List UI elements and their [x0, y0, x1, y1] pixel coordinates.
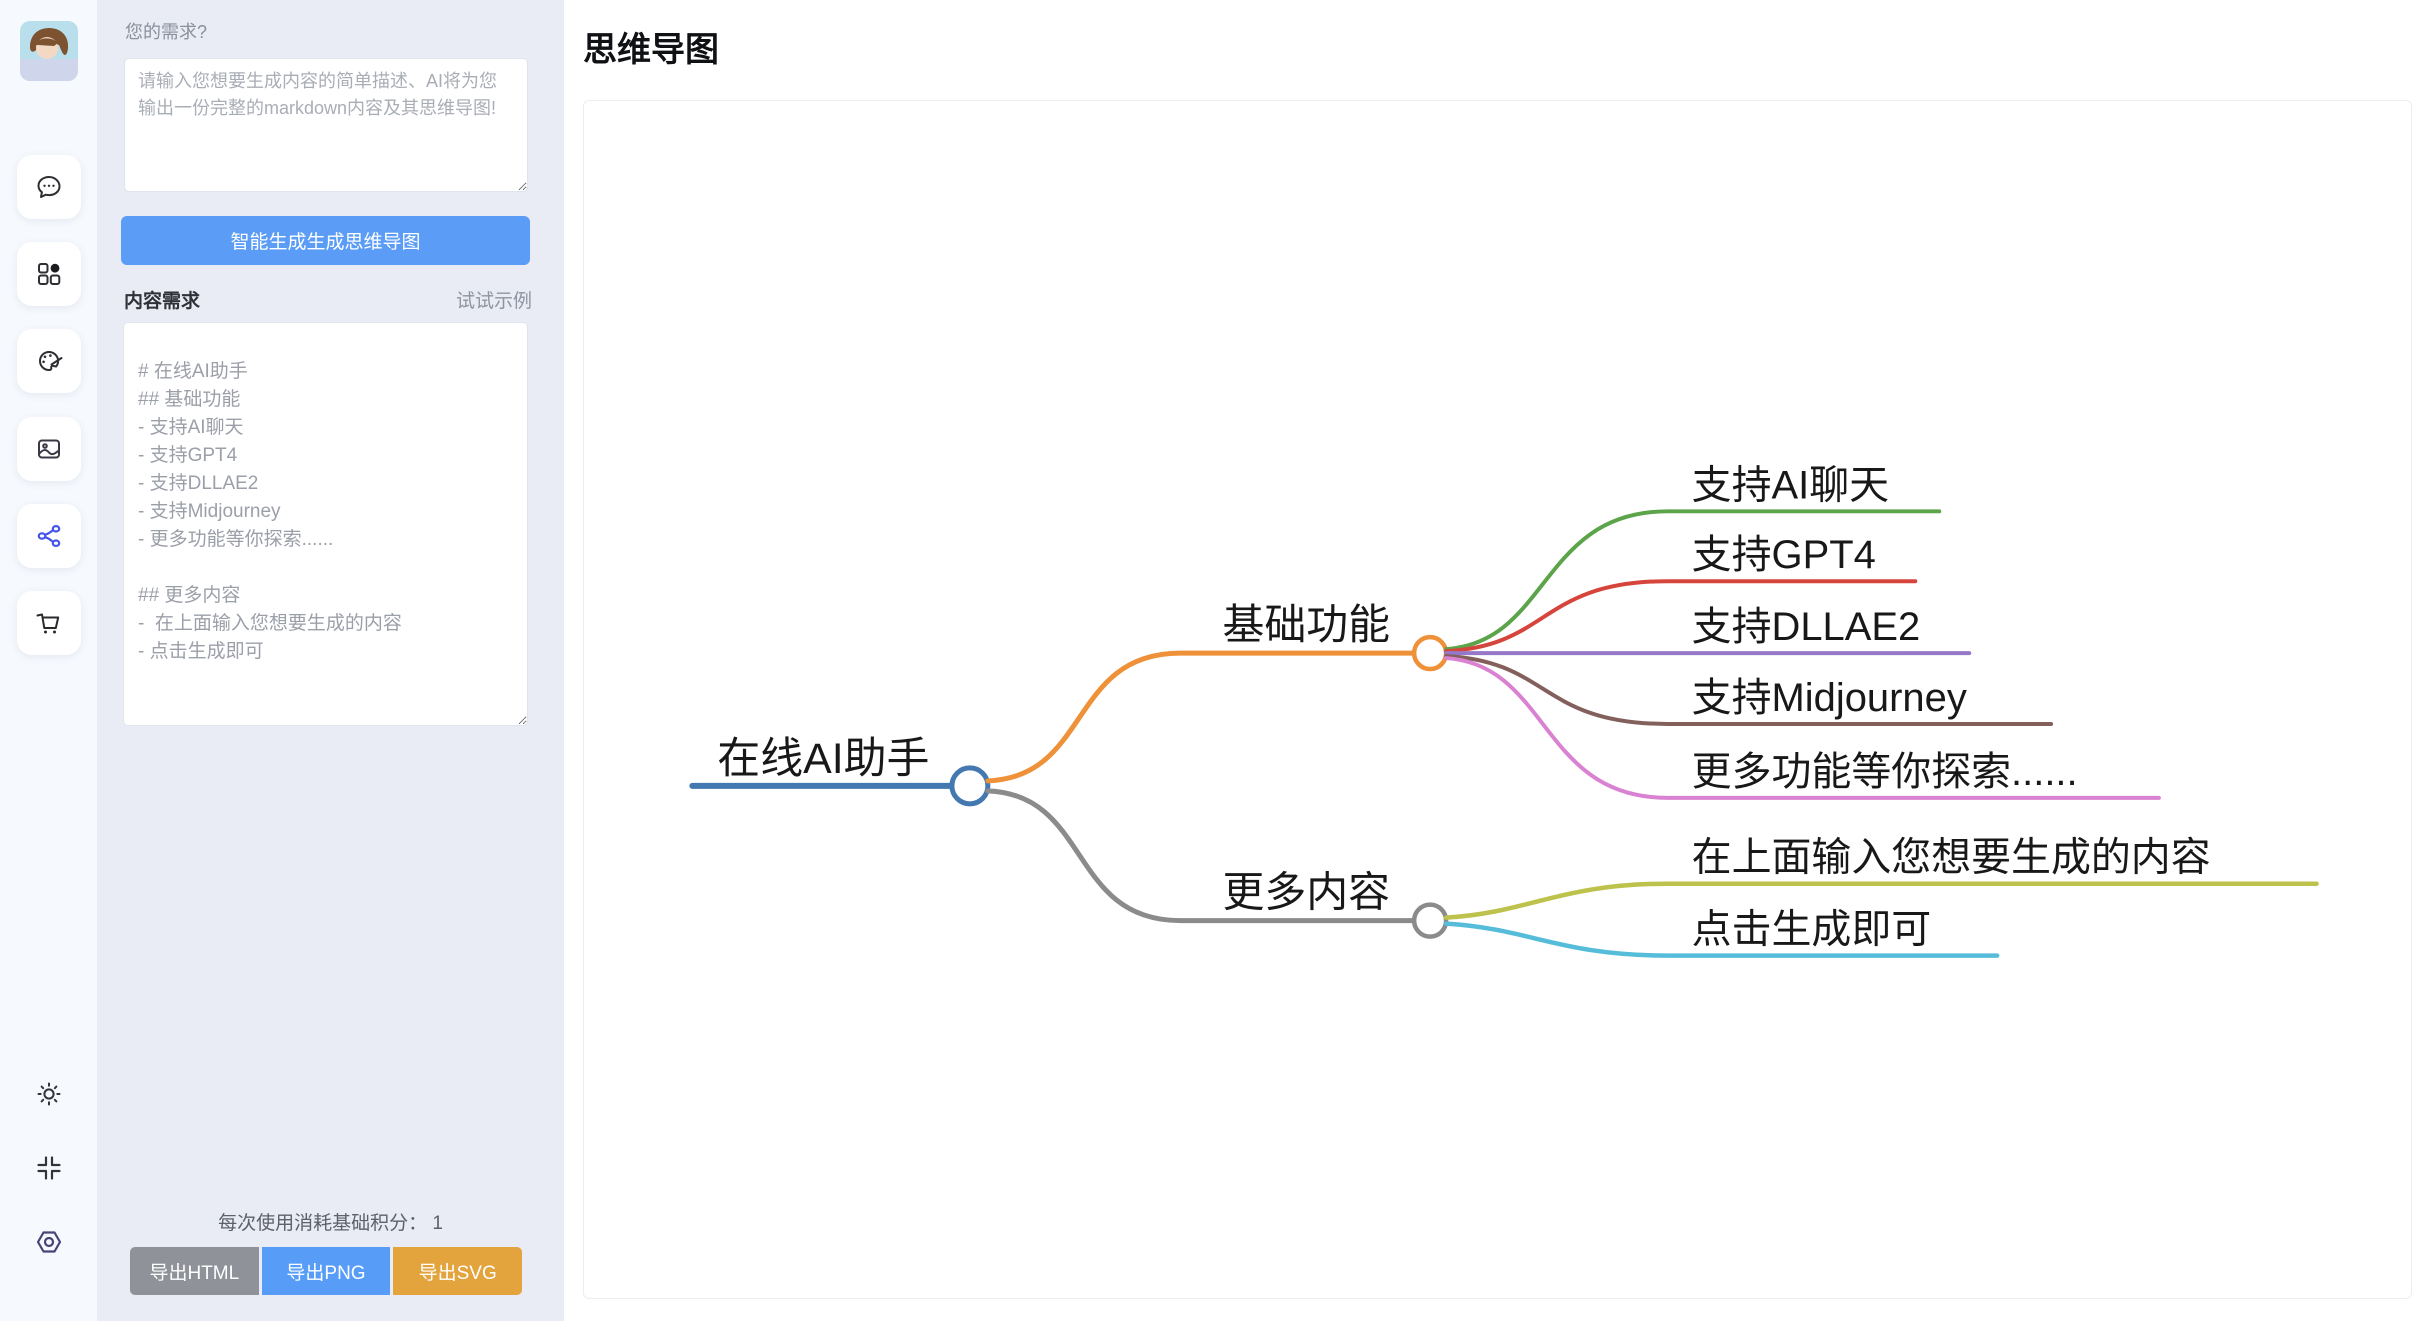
sidebar-item-mindmap[interactable] — [17, 504, 81, 568]
leaf-link — [1443, 921, 2000, 958]
settings-gear-icon — [36, 1231, 62, 1253]
branch-basic-circle[interactable] — [1411, 634, 1449, 672]
leaf-label[interactable]: 支持DLLAE2 — [1692, 605, 1921, 649]
mindmap-svg: 在线AI助手 基础功能 更多内容 支持AI聊天 支 — [689, 463, 2319, 958]
theme-toggle[interactable] — [33, 1078, 65, 1110]
palette-icon — [38, 350, 63, 372]
branch-more-link — [985, 788, 1417, 924]
export-svg-button[interactable]: 导出SVG — [393, 1247, 523, 1295]
content-header: 内容需求 试试示例 — [97, 286, 564, 313]
avatar-image — [20, 21, 78, 81]
icon-rail — [0, 0, 97, 1321]
mindmap-leaf[interactable]: 点击生成即可 — [1443, 908, 2000, 958]
mindmap-leaf[interactable]: 支持DLLAE2 — [1444, 605, 1972, 656]
points-note: 每次使用消耗基础积分： 1 — [218, 1213, 443, 1234]
mindmap-leaf[interactable]: 更多功能等你探索...... — [1444, 656, 2161, 800]
apps-grid-icon — [38, 263, 61, 285]
sidebar-item-image[interactable] — [17, 417, 81, 481]
leaf-label[interactable]: 更多功能等你探索...... — [1692, 750, 2078, 794]
cart-icon — [36, 613, 60, 634]
avatar[interactable] — [20, 21, 78, 81]
chat-icon — [37, 176, 61, 198]
leaf-label[interactable]: 在上面输入您想要生成的内容 — [1692, 836, 2211, 880]
settings-button[interactable] — [33, 1226, 65, 1258]
leaf-link — [1444, 656, 2161, 800]
generate-button[interactable]: 智能生成生成思维导图 — [121, 216, 530, 265]
main-area: 思维导图 在线AI助手 基础功能 更多内容 — [564, 0, 2426, 1321]
leaf-label[interactable]: 支持Midjourney — [1692, 676, 1967, 720]
mindmap-canvas[interactable]: 在线AI助手 基础功能 更多内容 支持AI聊天 支 — [583, 100, 2412, 1299]
export-html-button[interactable]: 导出HTML — [130, 1247, 259, 1295]
image-icon — [38, 439, 60, 459]
leaf-label[interactable]: 支持GPT4 — [1692, 533, 1876, 577]
mindmap-root-node[interactable]: 在线AI助手 — [689, 735, 991, 807]
branch-more-label[interactable]: 更多内容 — [1222, 869, 1390, 916]
mindmap-leaf[interactable]: 支持Midjourney — [1444, 654, 2054, 726]
export-buttons: 导出HTML 导出PNG 导出SVG — [130, 1247, 523, 1295]
mindmap-leaf[interactable]: 在上面输入您想要生成的内容 — [1443, 836, 2319, 920]
leaf-link — [1444, 654, 2054, 726]
need-label: 您的需求? — [125, 22, 208, 42]
mindmap-branch-more[interactable]: 更多内容 — [985, 788, 1449, 939]
mindmap-leaf[interactable]: 支持GPT4 — [1444, 533, 1918, 654]
export-png-button[interactable]: 导出PNG — [261, 1247, 391, 1295]
branch-more-circle[interactable] — [1411, 902, 1449, 939]
content-label: 内容需求 — [124, 291, 201, 312]
sidebar-item-chat[interactable] — [17, 155, 81, 219]
branch-basic-link — [985, 650, 1417, 784]
collapse-button[interactable] — [33, 1152, 65, 1184]
leaf-label[interactable]: 点击生成即可 — [1692, 908, 1932, 952]
mindmap-branch-basic[interactable]: 基础功能 — [985, 601, 1449, 784]
root-label[interactable]: 在线AI助手 — [717, 735, 929, 783]
example-link[interactable]: 试试示例 — [455, 291, 532, 312]
root-circle[interactable] — [949, 765, 991, 807]
leaf-link — [1443, 881, 2319, 920]
mindmap-leaf[interactable]: 支持AI聊天 — [1444, 463, 1942, 652]
generator-panel: 您的需求? 智能生成生成思维导图 内容需求 试试示例 # 在线AI助手 ## 基… — [97, 0, 564, 1321]
collapse-icon — [37, 1156, 61, 1180]
page-title: 思维导图 — [583, 31, 719, 69]
content-input[interactable]: # 在线AI助手 ## 基础功能 - 支持AI聊天 - 支持GPT4 - 支持D… — [123, 322, 528, 726]
sidebar-item-cart[interactable] — [17, 591, 81, 655]
description-input[interactable] — [124, 58, 528, 192]
leaf-link — [1444, 579, 1918, 654]
mindmap-share-icon — [37, 525, 61, 548]
leaf-label[interactable]: 支持AI聊天 — [1692, 463, 1889, 507]
branch-basic-label[interactable]: 基础功能 — [1222, 601, 1390, 648]
leaf-link — [1444, 509, 1942, 652]
sidebar-item-apps[interactable] — [17, 242, 81, 306]
sun-icon — [37, 1082, 61, 1106]
sidebar-item-palette[interactable] — [17, 329, 81, 393]
